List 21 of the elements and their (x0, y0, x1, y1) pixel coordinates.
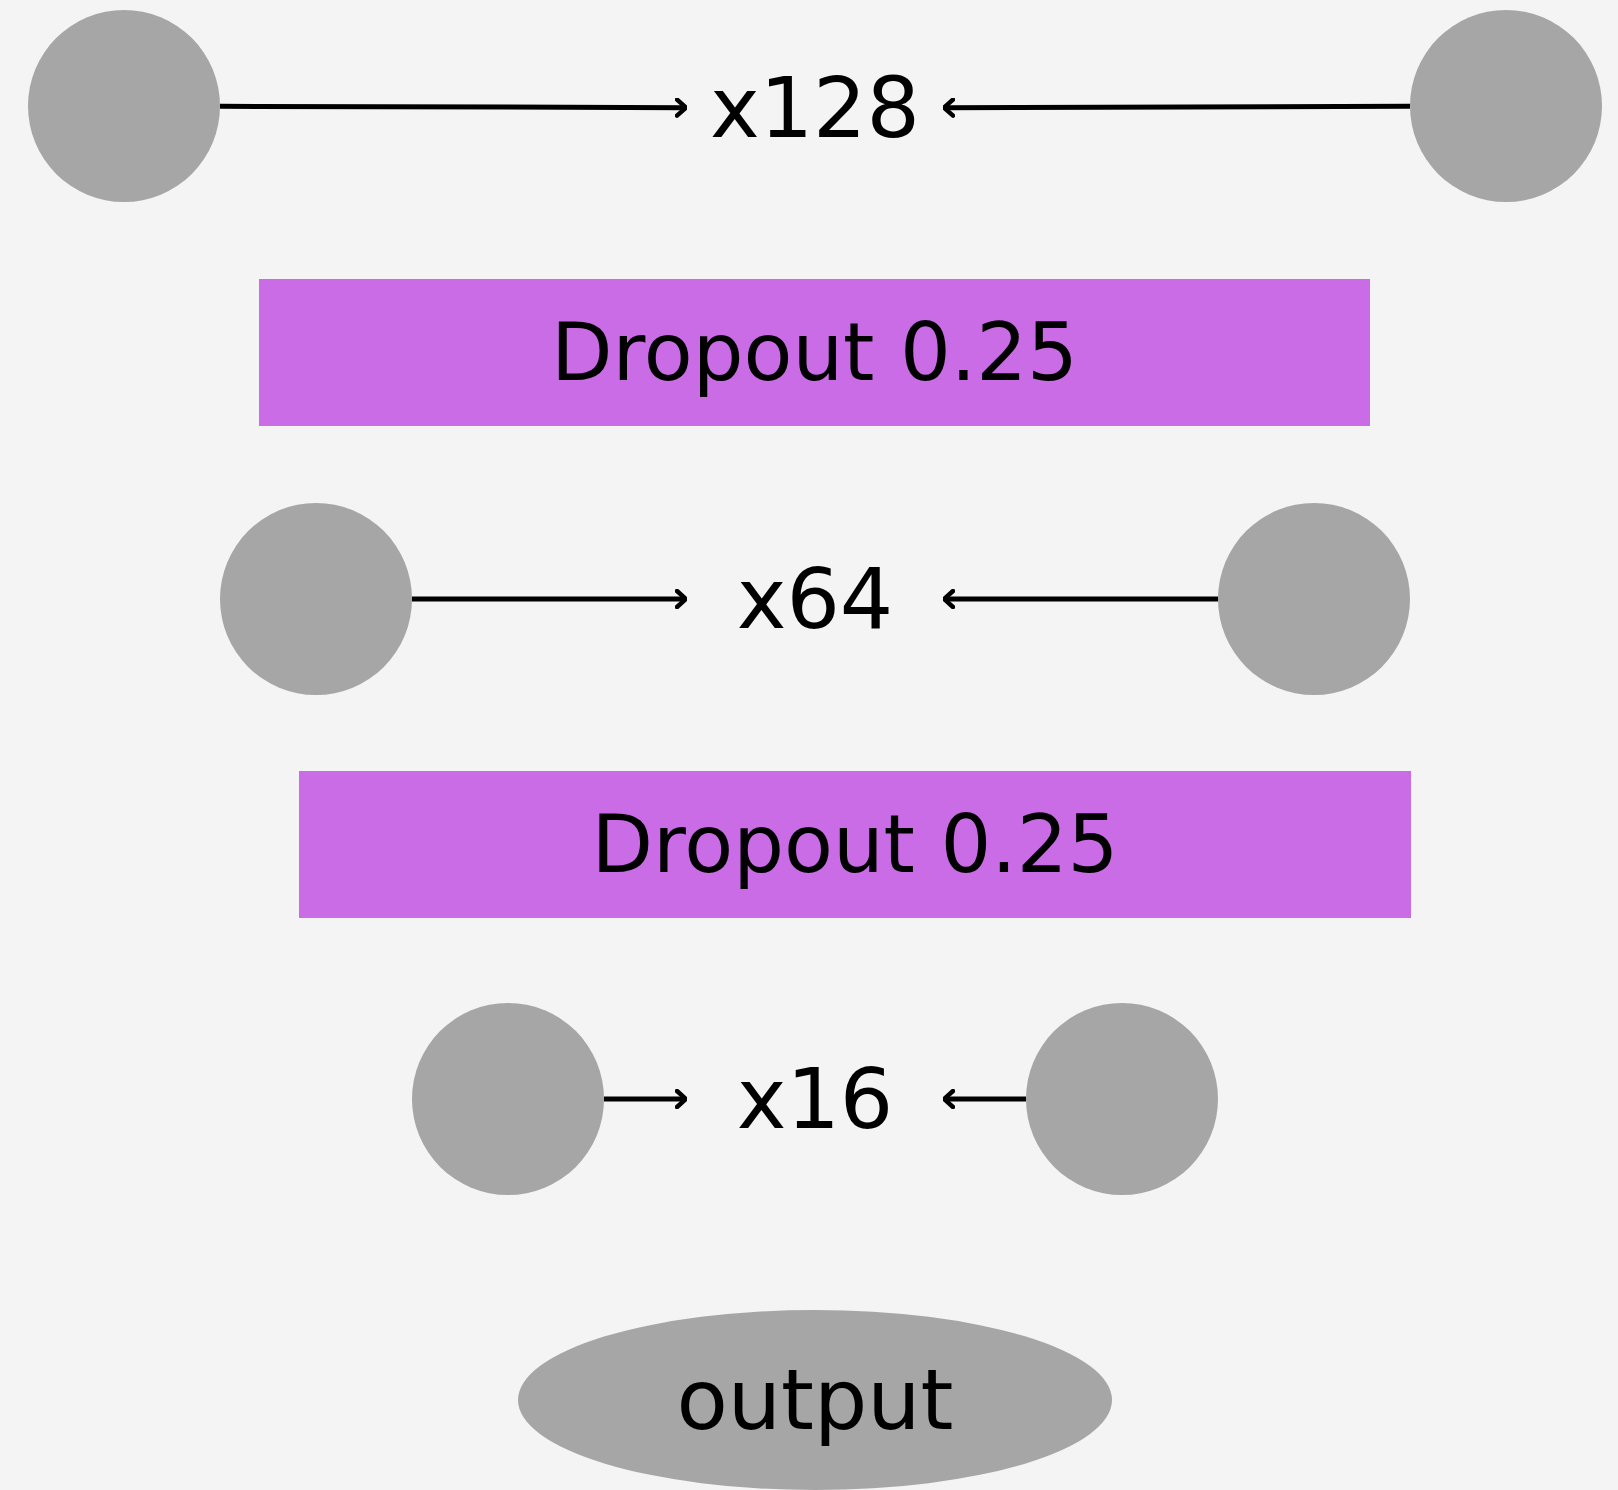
unit-count-label: x64 (686, 549, 944, 649)
dropout-layer (299, 771, 1411, 918)
dropout-layer (259, 279, 1370, 426)
arrow (412, 588, 689, 610)
neuron-circle (1218, 503, 1410, 695)
output-ellipse (518, 1310, 1112, 1490)
arrow (220, 97, 689, 118)
layer-label: Dropout 0.25 (551, 306, 1078, 399)
arrow (941, 1088, 1026, 1110)
arrow (941, 97, 1410, 118)
layer-label: Dropout 0.25 (591, 798, 1119, 891)
neuron-circle (412, 1003, 604, 1195)
neuron-circle (1410, 10, 1602, 202)
unit-count-label: x16 (686, 1049, 944, 1149)
neuron-circle (28, 10, 220, 202)
arrow (604, 1088, 689, 1110)
unit-count-label: x128 (686, 58, 944, 158)
output-label: output (676, 1351, 954, 1449)
neuron-circle (220, 503, 412, 695)
arrow (941, 588, 1218, 610)
neuron-circle (1026, 1003, 1218, 1195)
